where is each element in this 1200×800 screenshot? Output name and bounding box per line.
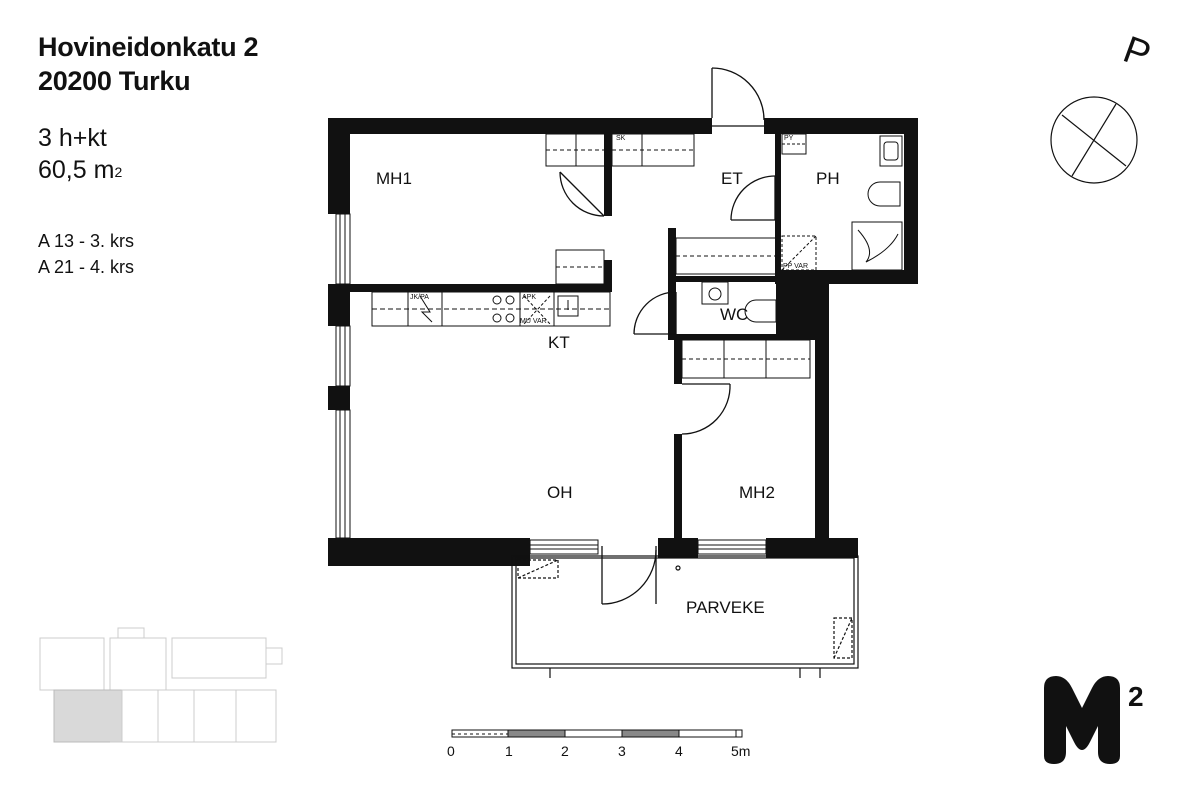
fixture-label-jkpa: JK/PA <box>410 294 429 301</box>
scale-tick-label: 4 <box>675 743 683 759</box>
scale-tick-label: 5m <box>731 743 750 759</box>
area-unit-superscript: 2 <box>114 164 123 180</box>
scale-tick-label: 0 <box>447 743 455 759</box>
floor-item: A 13 - 3. krs <box>38 231 135 251</box>
scale-tick-label: 2 <box>561 743 569 759</box>
kitchen-counter <box>371 291 611 327</box>
walls <box>328 118 918 566</box>
room-label-kt: KT <box>548 333 570 352</box>
compass-circle <box>1050 96 1138 184</box>
cabinets <box>545 133 811 379</box>
bathroom-fixtures <box>701 135 903 323</box>
room-label-mh2: MH2 <box>739 483 775 502</box>
area-value: 60,5 m <box>38 156 115 184</box>
floor-list: A 13 - 3. krs A 21 - 4. krs <box>38 228 134 280</box>
balcony <box>511 555 859 678</box>
street-address: Hovineidonkatu 2 <box>38 32 259 62</box>
fixture-label-py: PY <box>784 135 794 142</box>
scale-tick-label: 1 <box>505 743 513 759</box>
room-label-parveke: PARVEKE <box>686 598 765 617</box>
apartment-area: 60,5 m2 <box>38 154 122 186</box>
entrance-door <box>711 67 765 127</box>
city-postcode: 20200 Turku <box>38 66 191 96</box>
room-label-mh1: MH1 <box>376 169 412 188</box>
room-label-wc: WC <box>720 305 748 324</box>
windows <box>335 213 767 555</box>
room-labels: MH1 ET PH WC KT OH MH2 PARVEKE <box>376 169 840 617</box>
m2-logo: 2 <box>1044 676 1144 764</box>
compass: P <box>1050 29 1156 184</box>
room-label-et: ET <box>721 169 743 188</box>
key-plan <box>39 627 283 743</box>
fixture-label-sk: SK <box>616 135 626 142</box>
room-label-ph: PH <box>816 169 840 188</box>
m2-logo-superscript: 2 <box>1128 681 1144 712</box>
m2-logo-mark <box>1044 676 1120 764</box>
north-indicator: P <box>1118 29 1156 77</box>
fixture-label-mu-var: MU VAR <box>520 318 547 325</box>
fixture-label-pp-var: PP VAR <box>783 263 808 270</box>
door-swings <box>559 171 776 605</box>
floor-item: A 21 - 4. krs <box>38 257 135 277</box>
apartment-type: 3 h+kt <box>38 124 107 152</box>
room-label-oh: OH <box>547 483 573 502</box>
scale-tick-label: 3 <box>618 743 626 759</box>
fixture-labels: SK PY JK/PA APK MU VAR PP VAR <box>410 135 808 325</box>
scale-labels: 0 1 2 3 4 5m <box>447 743 750 759</box>
scale-bar <box>451 729 743 738</box>
fixture-label-apk: APK <box>522 294 536 301</box>
address-block: Hovineidonkatu 2 20200 Turku <box>38 30 259 98</box>
